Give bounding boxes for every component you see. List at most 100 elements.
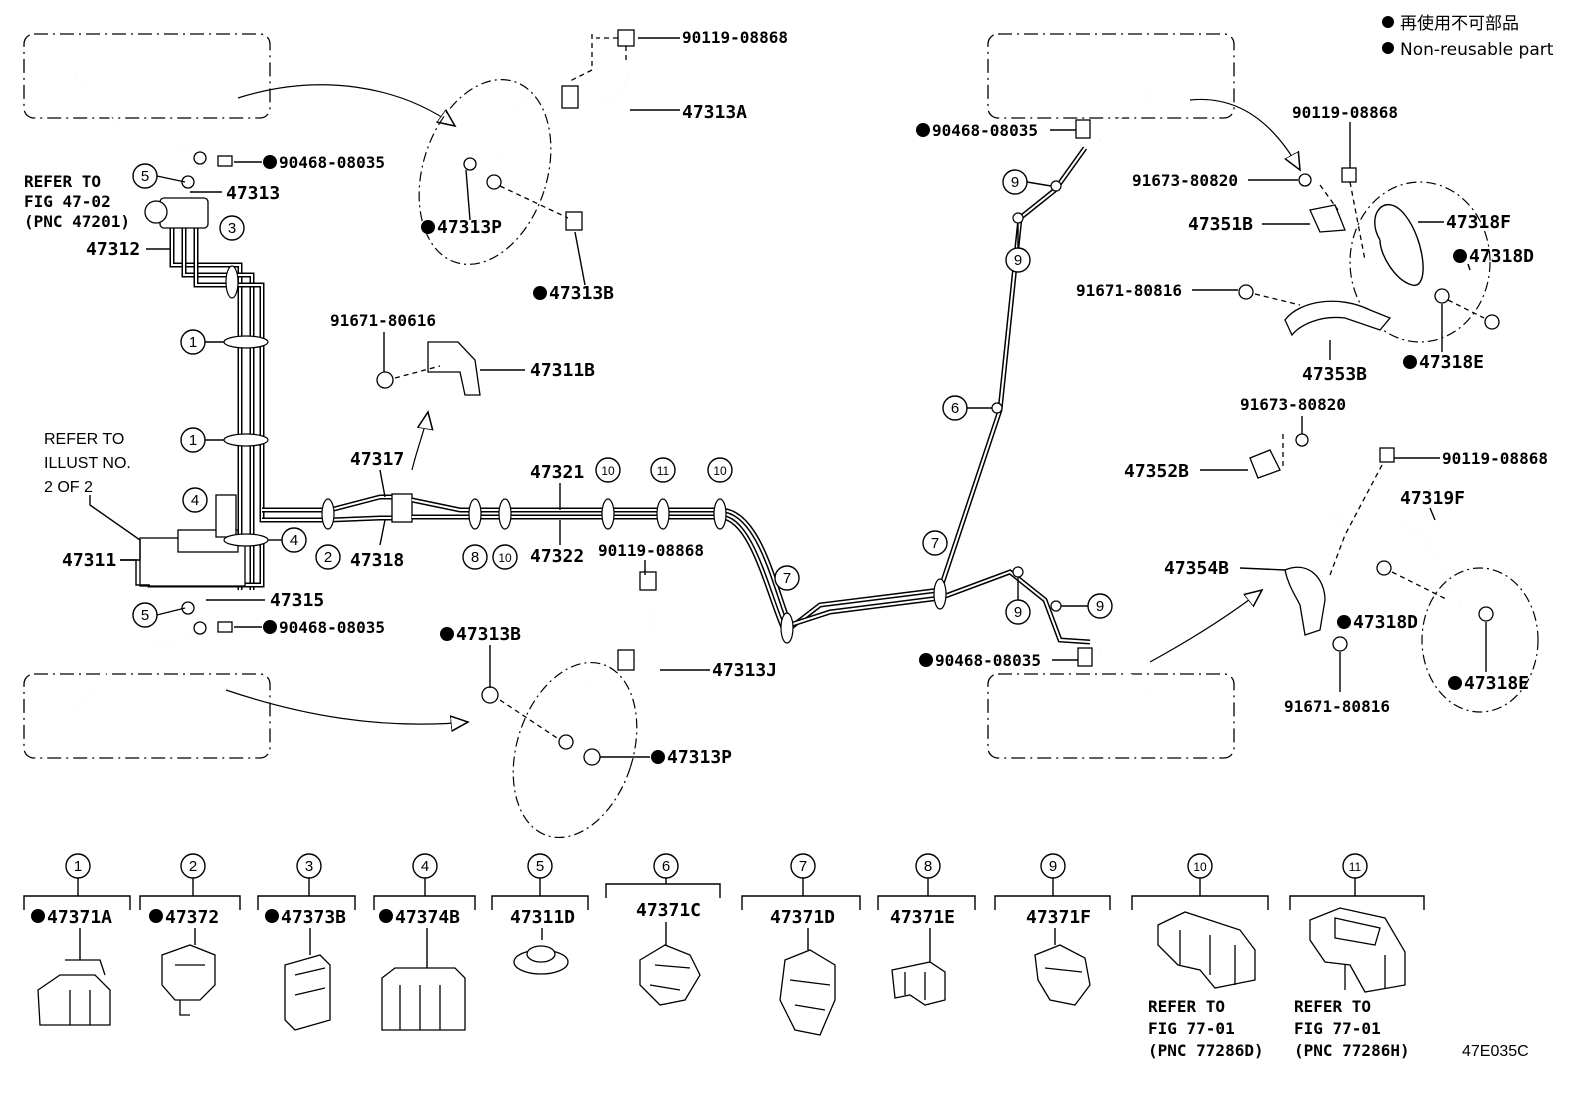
- non-reusable-dot-icon: [651, 750, 665, 764]
- callout-5-top: 5: [132, 163, 158, 189]
- svg-text:2: 2: [324, 549, 332, 566]
- svg-text:1: 1: [189, 432, 197, 449]
- clip-90468-right-top: [1075, 119, 1091, 139]
- label-47313B-bottom: 47313B: [456, 624, 521, 645]
- clamp-1-lower: [223, 433, 269, 447]
- bolt-90119-mid: [639, 571, 657, 591]
- svg-text:REFER TO: REFER TO: [1294, 997, 1371, 1016]
- clamp-9-d: [1050, 600, 1062, 612]
- clamp-item-7: 7 47371D: [741, 853, 861, 1036]
- label-47353B: 47353B: [1302, 364, 1367, 385]
- svg-text:47374B: 47374B: [395, 907, 460, 928]
- detail-ellipse-lower-right: [1421, 567, 1539, 713]
- ref-box-bottom-right: [987, 673, 1235, 759]
- part-labels: 90119-08868 47313A 47313P 47313B 90468-0…: [24, 28, 1548, 768]
- legend-jp: 再使用不可部品: [1400, 13, 1519, 34]
- label-91671-80616: 91671-80616: [330, 311, 436, 330]
- arrow-47311B: [411, 412, 428, 471]
- label-91671-80816-top: 91671-80816: [1076, 281, 1182, 300]
- svg-text:6: 6: [951, 400, 959, 417]
- callout-6: 6: [942, 395, 968, 421]
- svg-text:47371F: 47371F: [1026, 907, 1091, 928]
- label-90119-r1: 90119-08868: [1292, 103, 1398, 122]
- non-reusable-dot-icon: [1382, 42, 1394, 54]
- label-47313P-bottom: 47313P: [667, 747, 732, 768]
- svg-text:47372: 47372: [165, 907, 219, 928]
- svg-text:3: 3: [305, 858, 313, 875]
- legend: 再使用不可部品 Non-reusable part: [1382, 13, 1554, 60]
- svg-text:10: 10: [1193, 860, 1207, 874]
- svg-text:1: 1: [189, 334, 197, 351]
- svg-text:8: 8: [471, 549, 479, 566]
- non-reusable-dot-icon: [1403, 355, 1417, 369]
- clip-90468-bottom: [217, 621, 233, 633]
- non-reusable-dot-icon: [421, 220, 435, 234]
- svg-text:47371C: 47371C: [636, 900, 701, 921]
- clamp-8: [468, 498, 482, 530]
- callout-7-b: 7: [922, 530, 948, 556]
- svg-text:47371A: 47371A: [47, 907, 112, 928]
- clamp-item-9: 9 47371F: [994, 853, 1111, 1006]
- bolt-47313B-bottom: [481, 686, 499, 704]
- svg-text:7: 7: [799, 858, 807, 875]
- callout-10-b: 10: [595, 457, 621, 483]
- svg-text:5: 5: [536, 858, 544, 875]
- label-47313B-top: 47313B: [549, 283, 614, 304]
- ref-left-1: REFER TO: [24, 172, 101, 191]
- bracket-47311B: [427, 341, 481, 396]
- svg-text:FIG 77-01: FIG 77-01: [1294, 1019, 1381, 1038]
- bracket-47353B: [1284, 300, 1392, 337]
- svg-text:10: 10: [713, 464, 727, 478]
- label-47351B: 47351B: [1188, 214, 1253, 235]
- detail-ellipse-47313A: [418, 79, 552, 265]
- bolt-47318D-top: [1484, 314, 1500, 330]
- bolt-91673-bottom: [1295, 433, 1309, 447]
- hose-47313A: [491, 64, 631, 181]
- callout-7-a: 7: [774, 565, 800, 591]
- svg-text:(PNC 77286H): (PNC 77286H): [1294, 1041, 1410, 1060]
- label-47315: 47315: [270, 590, 324, 611]
- clamp-item-2: 2 47372: [139, 853, 241, 1016]
- non-reusable-dot-icon: [919, 653, 933, 667]
- bracket-47354B: [1284, 566, 1326, 636]
- non-reusable-dot-icon: [533, 286, 547, 300]
- bracket-47351B: [1309, 204, 1346, 233]
- label-47313J: 47313J: [712, 660, 777, 681]
- label-47352B: 47352B: [1124, 461, 1189, 482]
- clamp-6: [991, 402, 1003, 414]
- label-47321: 47321: [530, 462, 584, 483]
- label-91671-80816-bottom: 91671-80816: [1284, 697, 1390, 716]
- svg-text:5: 5: [141, 168, 149, 185]
- bolt-47313B-top: [565, 211, 583, 231]
- label-47354B: 47354B: [1164, 558, 1229, 579]
- clip-90468-right-bottom: [1077, 647, 1093, 667]
- callout-9-a: 9: [1002, 169, 1028, 195]
- bolt-47318D-bottom: [1376, 560, 1392, 576]
- clamp-10-a: [498, 498, 512, 530]
- ref-left-2: FIG 47-02: [24, 192, 111, 211]
- arrow-bottom-right: [1149, 590, 1262, 663]
- svg-text:2: 2: [189, 858, 197, 875]
- label-91673-a: 91673-80820: [1132, 171, 1238, 190]
- svg-text:47311D: 47311D: [510, 907, 575, 928]
- non-reusable-dot-icon: [263, 155, 277, 169]
- clamp-11: [656, 498, 670, 530]
- label-47317: 47317: [350, 449, 404, 470]
- hose-47318F: [1374, 203, 1424, 286]
- svg-text:10: 10: [601, 464, 615, 478]
- label-90119-mid: 90119-08868: [598, 541, 704, 560]
- gasket-47318E-bottom: [1478, 606, 1494, 622]
- svg-text:5: 5: [141, 607, 149, 624]
- label-47319F: 47319F: [1400, 488, 1465, 509]
- svg-text:9: 9: [1096, 598, 1104, 615]
- label-47313A: 47313A: [682, 102, 747, 123]
- svg-text:47371E: 47371E: [890, 907, 955, 928]
- svg-text:1: 1: [74, 858, 82, 875]
- bolt-91671-80816-bottom: [1332, 636, 1348, 652]
- clip-90468-top: [217, 155, 233, 167]
- svg-text:9: 9: [1014, 604, 1022, 621]
- detail-ellipse-47313J: [512, 661, 638, 839]
- label-90468-c: 90468-08035: [932, 121, 1038, 140]
- bolt-90119-top: [617, 29, 635, 47]
- gasket-47313P-bottom: [583, 748, 601, 766]
